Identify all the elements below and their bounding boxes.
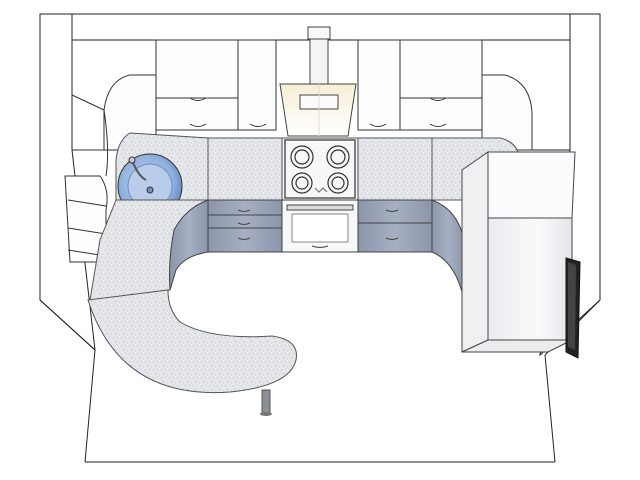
left-wall-detail [71, 94, 105, 151]
wall-cabinet-right-2 [399, 39, 483, 131]
lower-cabinet-left-curve [169, 199, 209, 291]
burner-1 [290, 145, 314, 169]
drawer-units [169, 199, 465, 301]
drawer-stack-left [207, 199, 283, 253]
cooktop [284, 139, 356, 199]
burner-3 [291, 172, 313, 194]
curved-bar-counter [87, 199, 297, 416]
wall-cabinets [103, 39, 533, 151]
lower-cabinet-right-curve [431, 199, 465, 301]
range-hood [279, 26, 357, 137]
corner-shelves [64, 109, 109, 263]
burner-4 [327, 172, 349, 194]
refrigerator [461, 151, 576, 353]
wall-cabinet-left-2 [237, 39, 277, 131]
wall-cabinet-right-1 [357, 39, 401, 131]
wall-tv [565, 257, 581, 359]
wall-cabinet-curve-left [103, 74, 157, 151]
wall-cabinet-curve-right [481, 74, 533, 151]
burner-2 [326, 145, 350, 169]
drawer-stack-right [357, 199, 433, 253]
wall-cabinet-left-1 [155, 39, 239, 131]
